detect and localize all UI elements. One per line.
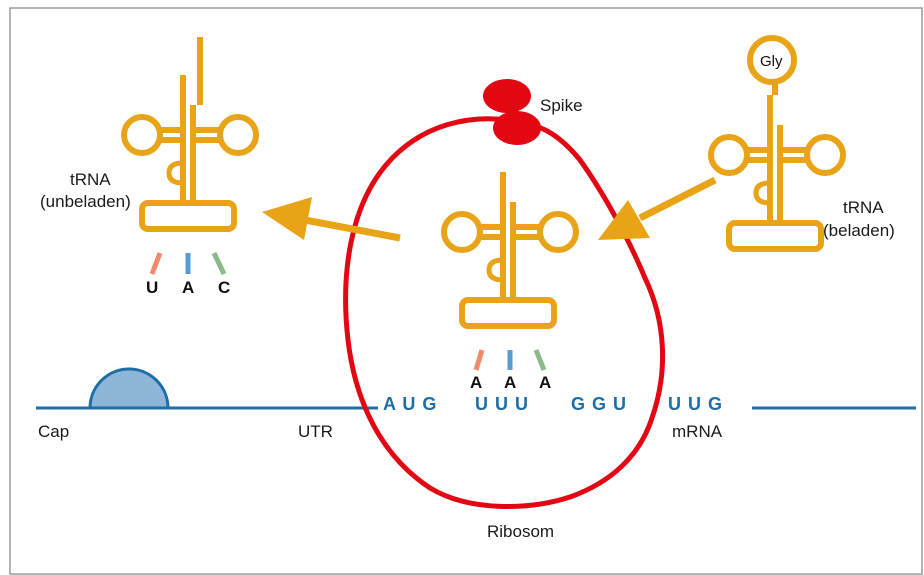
mrna-label: mRNA [672,422,723,441]
codon-2: U U U [475,394,529,414]
trna-center [444,172,576,326]
amino-acid-label: Gly [760,53,783,70]
frame [9,7,923,575]
trna-unloaded [124,37,256,229]
anticodon-unloaded-1: U [146,278,158,297]
trna-loaded-label-1: tRNA [843,198,884,217]
anticodon-unloaded-3: C [218,278,230,297]
ribosome-label: Ribosom [487,522,554,541]
trna-unloaded-label-1: tRNA [70,170,111,189]
codon-4: U U G [668,394,723,414]
arrow-out [262,197,401,242]
utr-label: UTR [298,422,333,441]
arrow-in [598,176,717,240]
codon-3: G G U [571,394,627,414]
codon-1: A U G [383,394,437,414]
anticodon-unloaded-2: A [182,278,194,297]
spike-label: Spike [540,96,583,115]
trna-center-base-stubs [473,349,547,371]
amino-acid-circle [747,35,797,85]
spike-bottom [493,111,541,145]
trna-unloaded-label-2: (unbeladen) [40,192,131,211]
anticodon-center-1: A [470,373,482,392]
anticodon-center-3: A [539,373,551,392]
trna-loaded-label-2: (beladen) [823,221,895,240]
anticodon-center-2: A [504,373,516,392]
cap-label: Cap [38,422,69,441]
trna-unloaded-base-stubs [149,251,227,276]
spike-top [483,79,531,113]
cap-shape [88,367,170,410]
